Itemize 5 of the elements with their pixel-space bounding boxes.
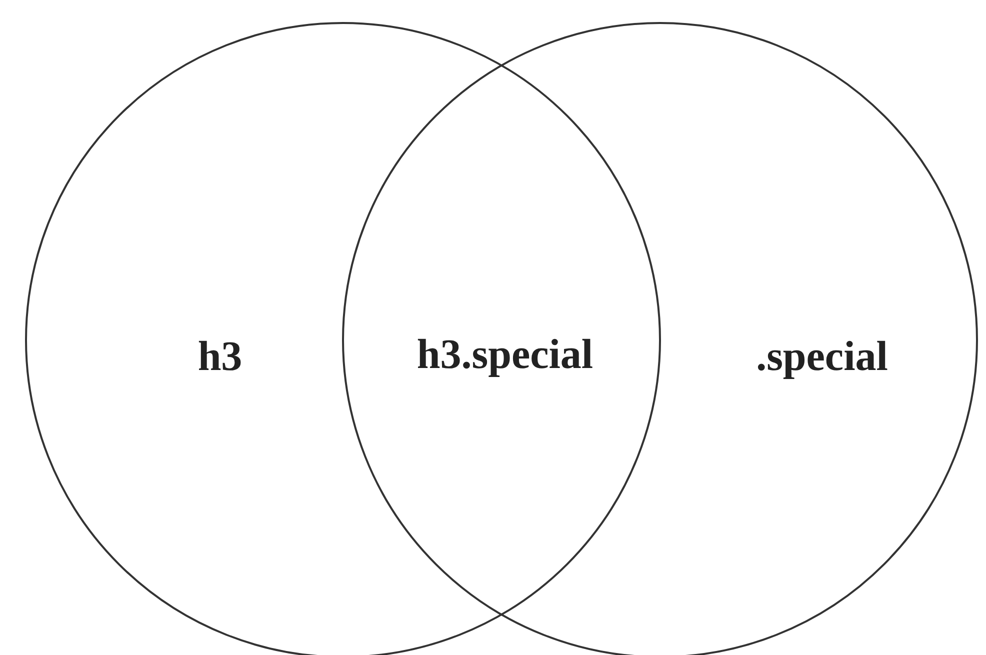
- intersection-label: h3.special: [416, 331, 594, 379]
- set-circle: [25, 22, 661, 655]
- set-circle: [342, 22, 978, 655]
- set-label: .special: [756, 333, 888, 381]
- set-label: h3: [198, 333, 242, 381]
